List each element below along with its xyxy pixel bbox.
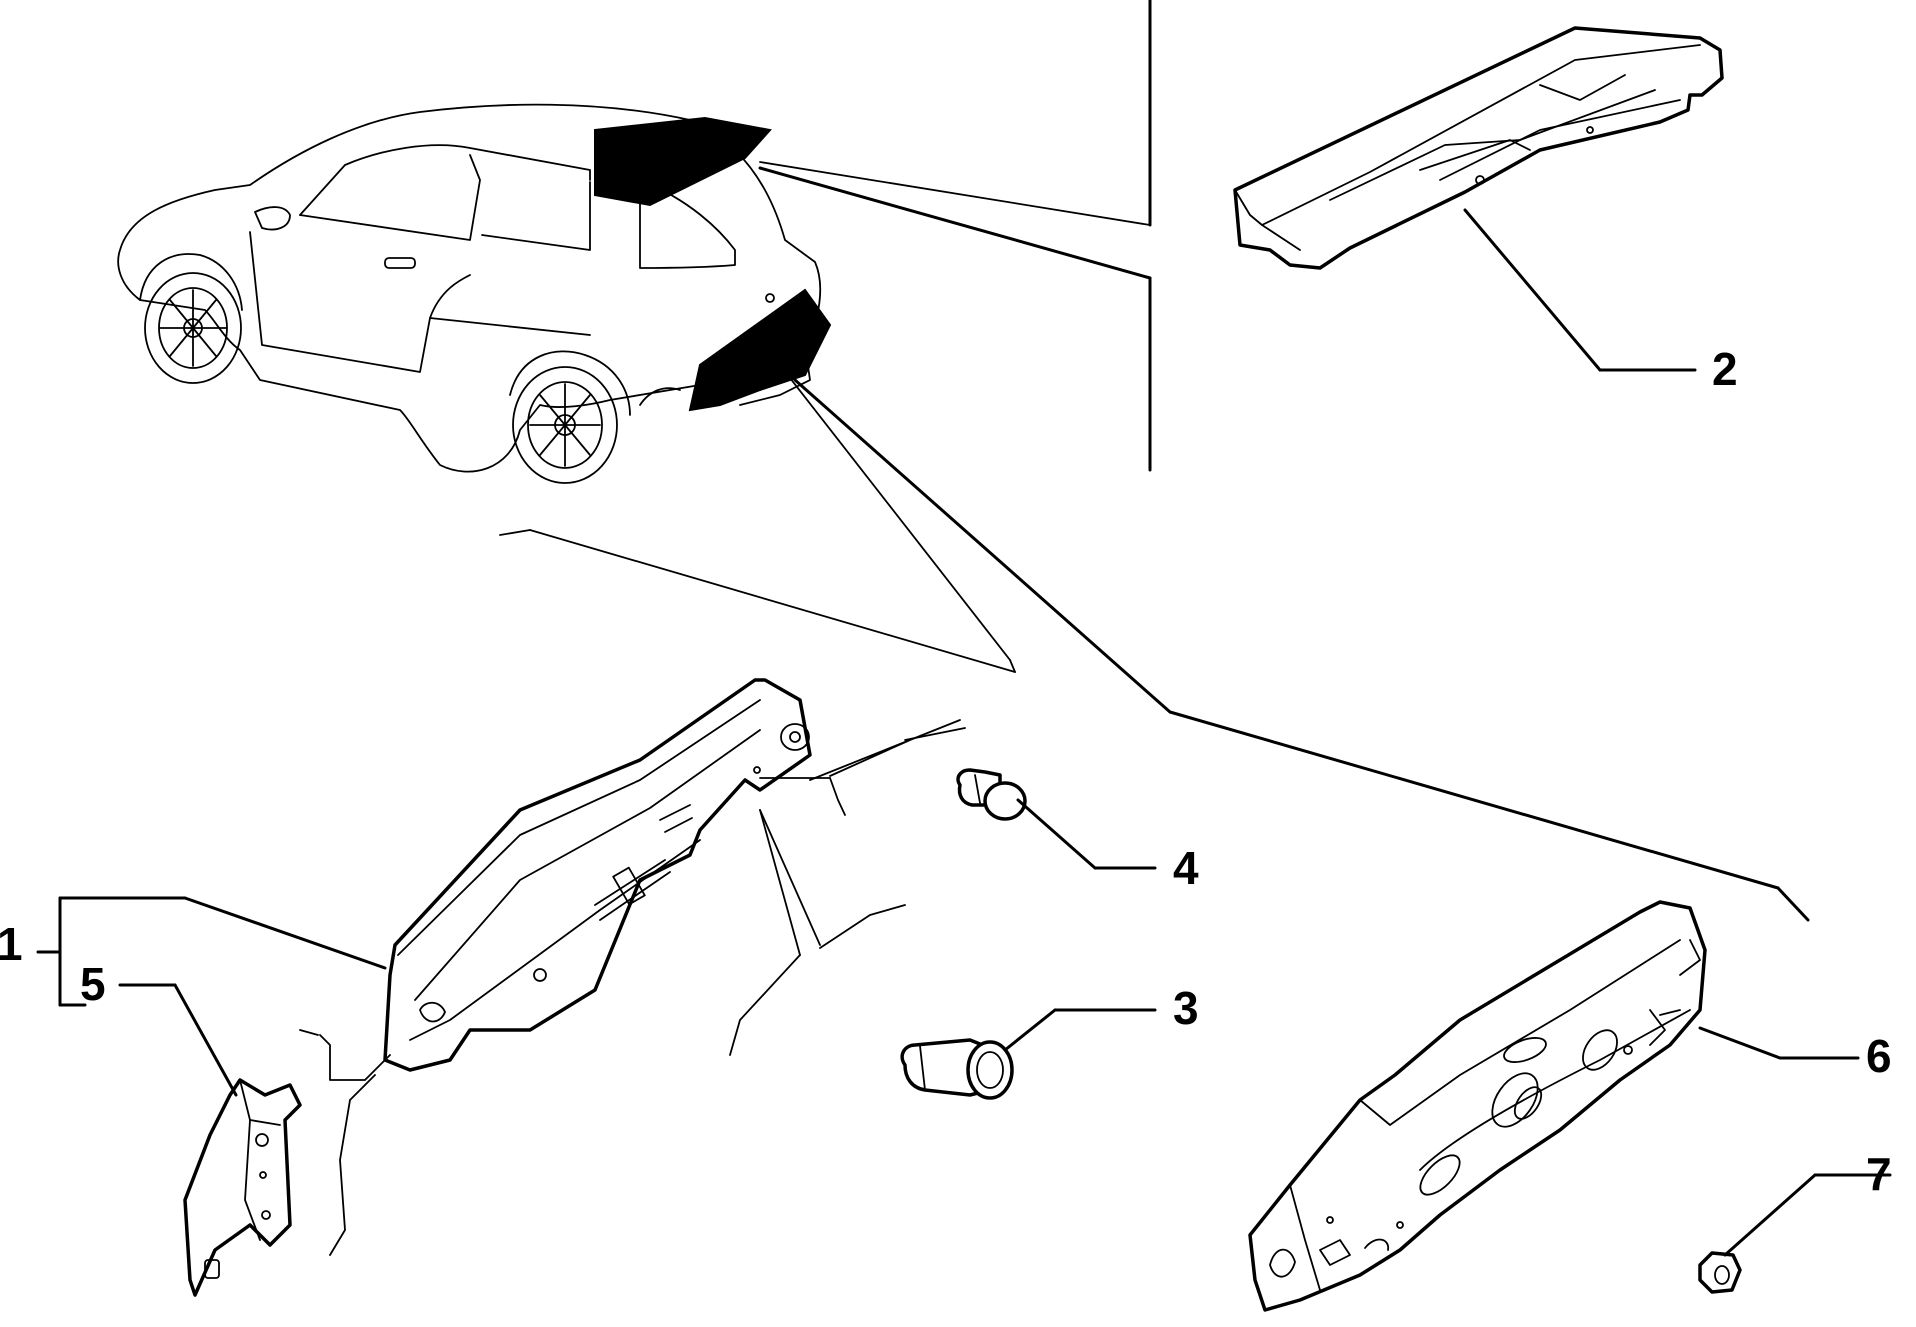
leader-line-7 (1723, 1173, 1817, 1257)
callout-label-1: 1 (0, 918, 23, 970)
part-2-crossmember (1233, 26, 1724, 270)
callout-label-7: 7 (1866, 1148, 1892, 1200)
part-6-side-rail (1248, 900, 1707, 1312)
car-illustration (117, 103, 832, 484)
highlighted-roof-part (594, 116, 772, 207)
part-7-nut (1698, 1251, 1742, 1294)
part-1-leaders (36, 719, 966, 1256)
part-5-bracket (183, 1078, 302, 1297)
callout-label-5: 5 (80, 958, 106, 1010)
leader-line-3 (1003, 1008, 1057, 1052)
leader-line-4 (1016, 798, 1097, 870)
leader-line-2 (1463, 208, 1602, 372)
part-4-plug (956, 768, 1027, 821)
callout-label-6: 6 (1866, 1030, 1892, 1082)
part-1-rear-rail (383, 678, 812, 1072)
callout-label-3: 3 (1173, 982, 1199, 1034)
leader-line-5b (173, 983, 238, 1097)
highlighted-rear-panel (688, 288, 832, 412)
part-3-grommet (900, 1038, 1014, 1100)
callout-label-2: 2 (1712, 343, 1738, 395)
projection-lines (499, 0, 1810, 922)
leader-line-6 (1698, 1026, 1782, 1060)
callout-label-4: 4 (1173, 842, 1199, 894)
